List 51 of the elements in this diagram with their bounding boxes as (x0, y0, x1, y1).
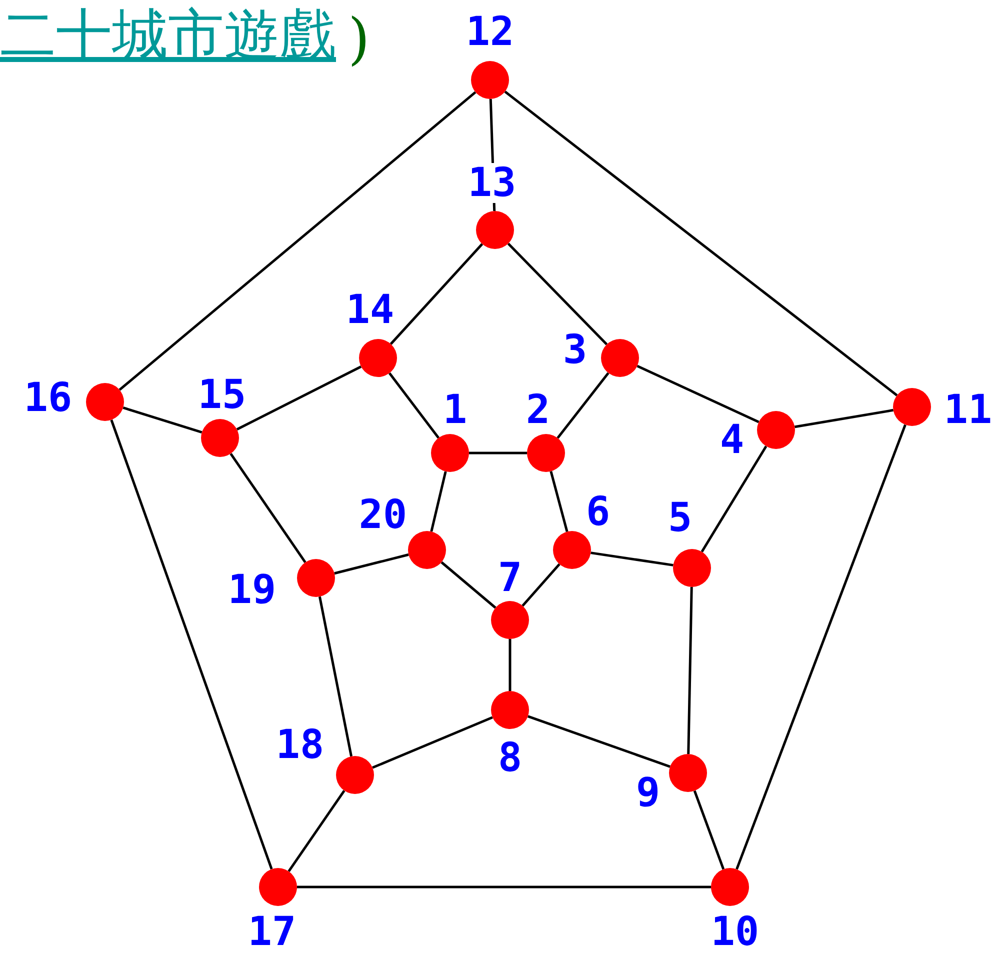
edge-line (590, 552, 674, 566)
vertex-dot (201, 419, 239, 457)
edge-line (236, 365, 362, 431)
edge-line (372, 716, 493, 769)
edge-line (636, 364, 760, 424)
vertex-dot (297, 559, 335, 597)
edge-line (288, 790, 346, 872)
vertex-dot (711, 868, 749, 906)
vertex-dot (259, 868, 297, 906)
edge-line (528, 715, 670, 768)
edge-line (334, 553, 409, 575)
edge-line (230, 452, 306, 564)
vertex-dot (553, 531, 591, 569)
edge-line (390, 243, 484, 345)
edge-line (110, 419, 273, 870)
vertex-dot (673, 549, 711, 587)
closing-parenthesis: ) (348, 6, 370, 74)
edge-line (318, 596, 353, 757)
edge-line (388, 372, 440, 439)
vertex-dot (527, 434, 565, 472)
vertex-dot (476, 211, 514, 249)
vertex-dot (601, 339, 639, 377)
edge-line (118, 91, 476, 391)
edge-line (693, 790, 725, 870)
vertex-dot (491, 691, 529, 729)
edge-line (508, 639, 512, 691)
vertex-dot (408, 531, 446, 569)
vertex-dot (431, 434, 469, 472)
edge-line (700, 446, 768, 552)
vertex-dot (669, 754, 707, 792)
vertex-dot (86, 383, 124, 421)
edge-line (556, 372, 610, 439)
vertex-dot (491, 601, 529, 639)
edge-line (297, 886, 711, 888)
vertex-dot (336, 756, 374, 794)
edge-line (430, 471, 447, 532)
edge-line (507, 242, 608, 346)
vertex-dot (893, 388, 931, 426)
edge-line (522, 563, 560, 607)
edge-line (687, 586, 693, 754)
vertex-dot (471, 61, 509, 99)
edge-line (794, 408, 894, 428)
vertex-dot (359, 339, 397, 377)
vertex-dot (757, 411, 795, 449)
edge-line (122, 406, 202, 434)
edge-line (504, 90, 898, 396)
edge-line (736, 424, 906, 870)
edge-line (550, 471, 568, 532)
edge-line (469, 452, 527, 454)
title-link: 二十城市遊戲 (0, 2, 336, 70)
edge-line (440, 561, 496, 609)
